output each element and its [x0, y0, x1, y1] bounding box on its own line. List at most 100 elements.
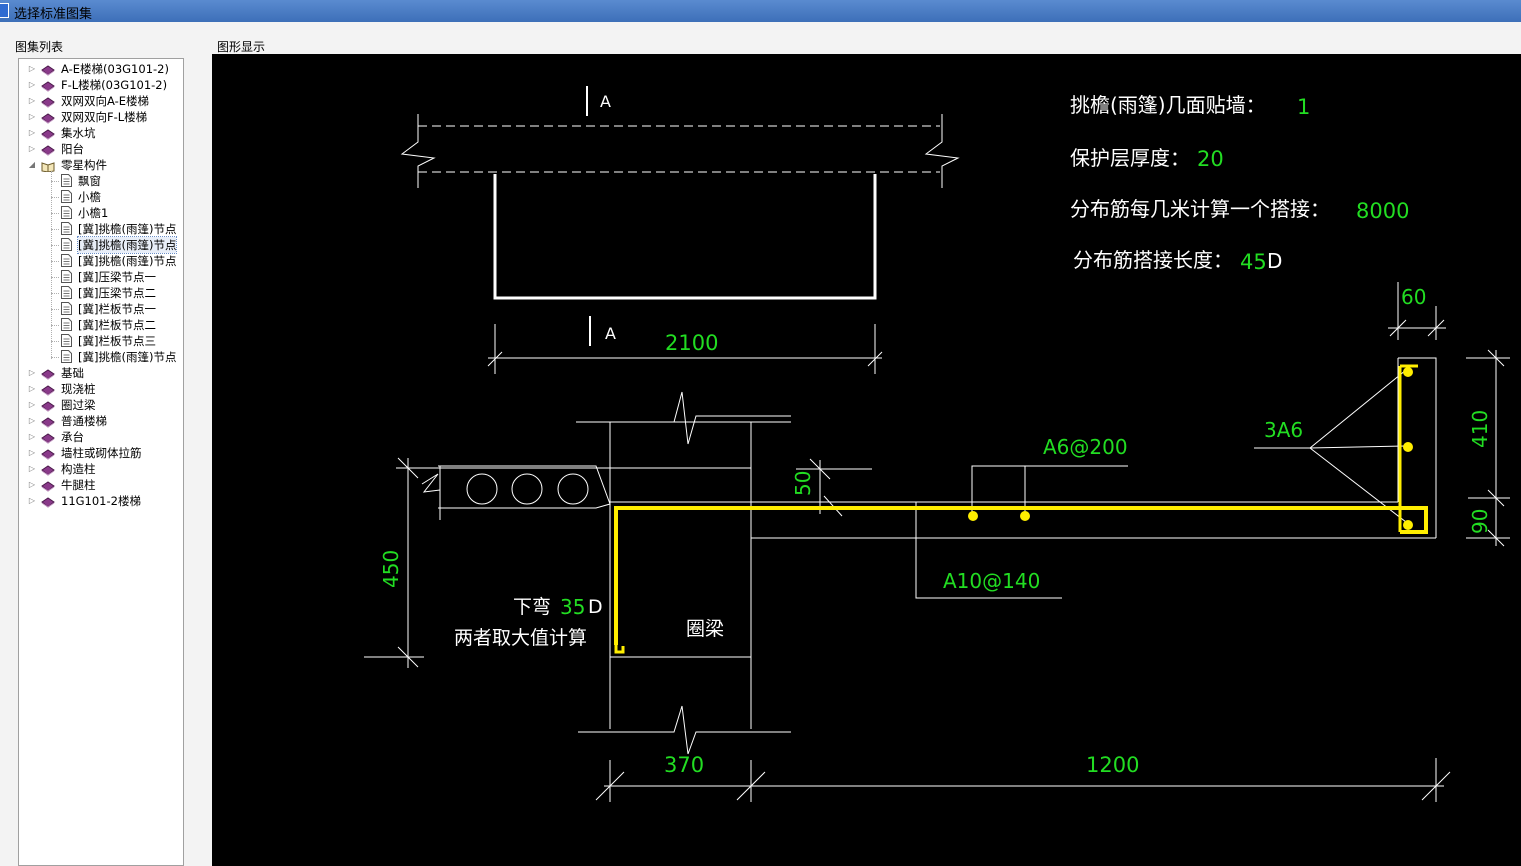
book-icon [41, 432, 55, 444]
document-icon [61, 238, 72, 251]
tree-collapse-icon[interactable]: ◢ [28, 160, 36, 169]
hollow-core-1 [466, 473, 498, 505]
dim-60-text: 60 [1401, 285, 1426, 309]
document-icon [61, 318, 72, 331]
document-icon [61, 270, 72, 283]
tree-item-label: 基础 [61, 366, 84, 380]
rebar-dot-3a6-top [1403, 367, 1413, 377]
tree-item-label: 承台 [61, 430, 84, 444]
tree-expand-icon[interactable]: ▷ [28, 432, 36, 441]
dim-2100-text: 2100 [665, 331, 718, 355]
label-3a6: 3A6 [1264, 418, 1303, 442]
document-icon [61, 206, 72, 219]
param-4-label: 分布筋搭接长度： [1073, 248, 1233, 272]
label-bend-prefix: 下弯 [513, 596, 551, 618]
wall-bottom-break [578, 705, 791, 755]
tree-expand-icon[interactable]: ▷ [28, 64, 36, 73]
leader-a10 [915, 502, 1062, 599]
book-icon [41, 400, 55, 412]
tree-item-label: 集水坑 [61, 126, 96, 140]
leader-a6-1 [971, 465, 1128, 516]
book-icon [41, 96, 55, 108]
dim-370-tick-right [736, 771, 766, 801]
book-icon [41, 64, 55, 76]
document-icon [61, 286, 72, 299]
dim-50-text: 50 [791, 471, 815, 496]
tree-item-label: 圈过梁 [61, 398, 96, 412]
tree-item-label: 11G101-2楼梯 [61, 494, 141, 508]
label-a10: A10@140 [943, 569, 1040, 593]
label-ring-beam: 圈梁 [686, 618, 724, 640]
tree-expand-icon[interactable]: ▷ [28, 400, 36, 409]
drawing-panel-label: 图形显示 [217, 40, 266, 54]
tree-item-label: 普通楼梯 [61, 414, 107, 428]
tree-item-label: A-E楼梯(03G101-2) [61, 62, 169, 76]
document-icon [61, 334, 72, 347]
tree-item-label: F-L楼梯(03G101-2) [61, 78, 168, 92]
tree-item-label: 牛腿柱 [61, 478, 96, 492]
tree-item-label: 小檐 [78, 190, 101, 204]
document-icon [61, 222, 72, 235]
param-4-value: 45 [1240, 250, 1267, 274]
panel-splitter[interactable] [199, 44, 209, 866]
book-icon [41, 80, 55, 92]
tree-item-label: 墙柱或砌体拉筋 [61, 446, 142, 460]
dim-370-tick-left [595, 771, 625, 801]
tree-item-label: [冀]压梁节点二 [78, 286, 156, 300]
leader-3a6-3 [1309, 447, 1407, 523]
tree-item-label: [冀]压梁节点一 [78, 270, 156, 284]
tree-expand-icon[interactable]: ▷ [28, 464, 36, 473]
tree-item-label: [冀]挑檐(雨篷)节点 [78, 254, 177, 268]
tree-item-label: 双网双向A-E楼梯 [61, 94, 150, 108]
document-icon [61, 190, 72, 203]
tree-expand-icon[interactable]: ▷ [28, 496, 36, 505]
tree-expand-icon[interactable]: ▷ [28, 416, 36, 425]
hollow-core-2 [511, 473, 543, 505]
hollow-slab-outline [438, 465, 611, 509]
section-label-bottom: A [605, 324, 616, 343]
param-3-label: 分布筋每几米计算一个搭接： [1070, 197, 1330, 221]
label-bend-value: 35 [560, 595, 585, 619]
app-icon [0, 3, 9, 18]
tree-expand-icon[interactable]: ▷ [28, 128, 36, 137]
book-icon [41, 464, 55, 476]
tree-item-label: [冀]栏板节点二 [78, 318, 156, 332]
dim-60-tick-right [1427, 319, 1445, 337]
document-icon [61, 302, 72, 315]
tree-expand-icon[interactable]: ▷ [28, 96, 36, 105]
book-icon [41, 128, 55, 140]
section-label-top: A [600, 92, 611, 111]
tree-panel-label: 图集列表 [15, 40, 64, 54]
dim-90-tick-bottom [1487, 529, 1505, 547]
dim-410-text: 410 [1468, 410, 1492, 448]
rebar-end-hook [614, 645, 625, 654]
book-icon [41, 368, 55, 380]
atlas-tree[interactable]: ▷ A-E楼梯(03G101-2) ▷ F-L楼梯(03G101-2) ▷ 双网双向A-E… [18, 58, 184, 866]
label-take-max: 两者取大值计算 [454, 627, 587, 649]
param-1-value: 1 [1297, 95, 1310, 119]
param-4-suffix: D [1267, 249, 1282, 273]
dim-450-text: 450 [379, 550, 403, 588]
dim-50-tick-top [809, 458, 831, 480]
tree-item-label: [冀]挑檐(雨篷)节点 [78, 222, 177, 236]
document-icon [61, 350, 72, 363]
tree-expand-icon[interactable]: ▷ [28, 384, 36, 393]
wall-top-break [576, 391, 791, 445]
tree-expand-icon[interactable]: ▷ [28, 448, 36, 457]
book-icon [41, 384, 55, 396]
param-2-value: 20 [1197, 147, 1224, 171]
dim-370-text: 370 [664, 753, 704, 777]
book-icon [41, 112, 55, 124]
tree-expand-icon[interactable]: ▷ [28, 480, 36, 489]
tree-item-label: 双网双向F-L楼梯 [61, 110, 148, 124]
tree-item-label: 构造柱 [61, 462, 96, 476]
dim-410-tick-mid [1487, 489, 1505, 507]
tree-item-label: 现浇桩 [61, 382, 96, 396]
dim-450-tick-top [397, 457, 419, 479]
tree-expand-icon[interactable]: ▷ [28, 80, 36, 89]
tree-expand-icon[interactable]: ▷ [28, 144, 36, 153]
tree-expand-icon[interactable]: ▷ [28, 368, 36, 377]
cad-drawing: A A 2100 挑檐(雨篷)几面贴墙： 1 保护层厚度： 20 分布筋每几米计… [364, 86, 1510, 802]
tree-expand-icon[interactable]: ▷ [28, 112, 36, 121]
param-3-value: 8000 [1356, 199, 1409, 223]
